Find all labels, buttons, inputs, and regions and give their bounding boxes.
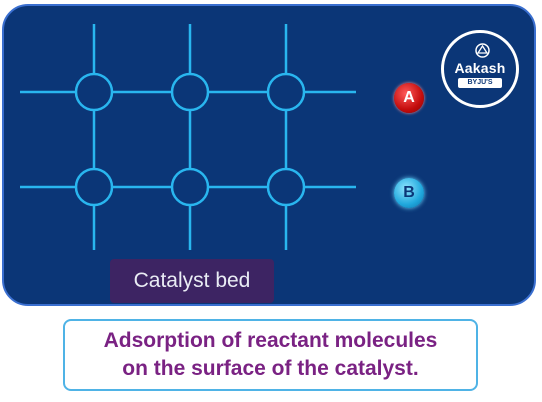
logo-tagline: BYJU'S xyxy=(458,78,502,88)
diagram-panel: A B Catalyst bed Aakash BYJU'S xyxy=(2,4,536,306)
catalyst-atom xyxy=(266,167,306,207)
catalyst-atom xyxy=(170,72,210,112)
catalyst-atom xyxy=(74,167,114,207)
reactant-molecule-a: A xyxy=(394,83,424,113)
caption-line-2: on the surface of the catalyst. xyxy=(122,357,419,380)
catalyst-atom xyxy=(170,167,210,207)
logo-name: Aakash xyxy=(454,60,506,76)
aakash-logo: Aakash BYJU'S xyxy=(441,30,519,108)
caption-box: Adsorption of reactant molecules on the … xyxy=(63,319,478,391)
reactant-molecule-b: B xyxy=(394,178,424,208)
logo-emblem-icon xyxy=(475,43,490,58)
catalyst-lattice xyxy=(20,24,356,250)
catalyst-atom xyxy=(74,72,114,112)
catalyst-atom xyxy=(266,72,306,112)
catalyst-bed-label: Catalyst bed xyxy=(110,259,274,303)
caption-line-1: Adsorption of reactant molecules xyxy=(103,329,438,352)
